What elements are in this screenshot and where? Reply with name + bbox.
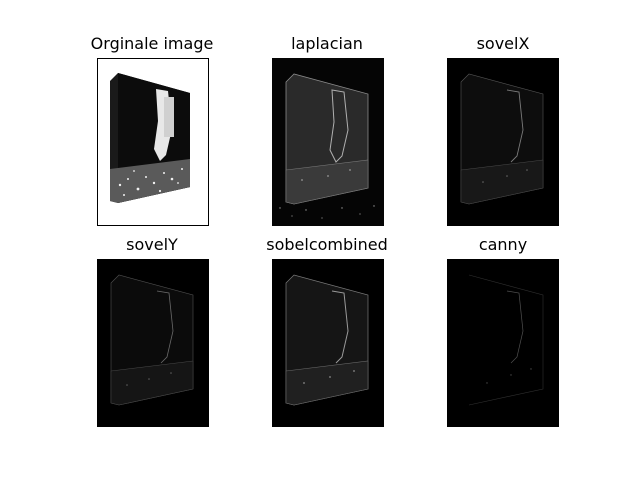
subplot-image-original <box>97 58 209 226</box>
subplot-title-sovely: sovelY <box>126 235 178 254</box>
subplot-title-original: Orginale image <box>90 34 214 53</box>
subplot-image-sobelcombined <box>272 259 384 427</box>
subplot-title-laplacian: laplacian <box>291 34 363 53</box>
subplot-image-laplacian <box>272 58 384 226</box>
subplot-image-sovely <box>97 259 209 427</box>
subplot-image-canny <box>447 259 559 427</box>
subplot-title-canny: canny <box>478 235 528 254</box>
subplot-title-sobelcombined: sobelcombined <box>266 235 388 254</box>
subplot-title-sovelx: sovelX <box>476 34 530 53</box>
subplot-image-sovelx <box>447 58 559 226</box>
